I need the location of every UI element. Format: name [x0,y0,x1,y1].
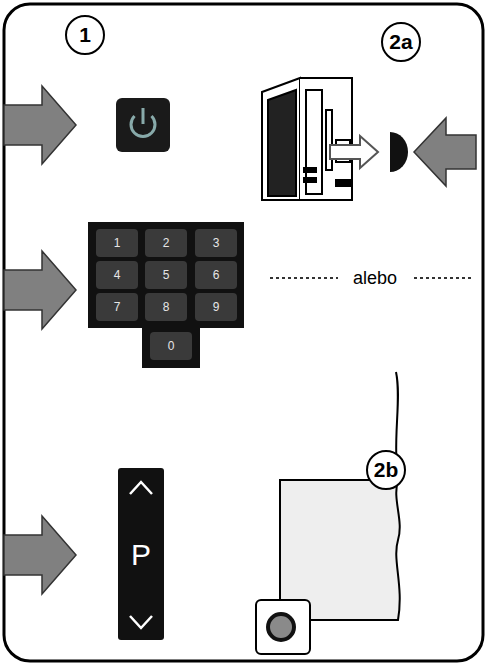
callout-text: 1 [79,23,91,47]
key-label: 3 [213,236,220,250]
or-label: alebo [350,268,400,289]
key-label: 9 [213,300,220,314]
keypad-key: 8 [145,293,187,321]
key-label: 5 [163,268,170,282]
key-label: P [131,538,151,572]
keypad [88,222,244,368]
pointer-arrows [4,86,476,594]
frame [4,4,483,661]
dotted-line [268,276,338,279]
keypad-key: 2 [145,229,187,257]
callout-text: 2a [389,30,412,54]
program-button: P [124,535,158,575]
keypad-key: 7 [96,293,138,321]
keypad-key: 5 [145,261,187,289]
dotted-line [412,276,472,279]
key-label: 1 [114,236,121,250]
tv-side-button [262,78,408,200]
callout-number: 2b [366,450,406,490]
key-label: 4 [114,268,121,282]
callout-number: 1 [65,15,105,55]
keypad-key: 3 [195,229,237,257]
key-label: 0 [168,339,175,353]
keypad-key: 1 [96,229,138,257]
keypad-key: 6 [195,261,237,289]
program-rocker [118,468,164,640]
key-label: 6 [213,268,220,282]
keypad-key: 0 [150,332,192,360]
keypad-key: 4 [96,261,138,289]
callout-text: 2b [374,458,399,482]
key-label: 2 [163,236,170,250]
tv-panel [256,372,400,654]
keypad-key: 9 [195,293,237,321]
callout-number: 2a [381,22,421,62]
power-button [116,98,170,152]
key-label: 7 [114,300,121,314]
key-label: 8 [163,300,170,314]
